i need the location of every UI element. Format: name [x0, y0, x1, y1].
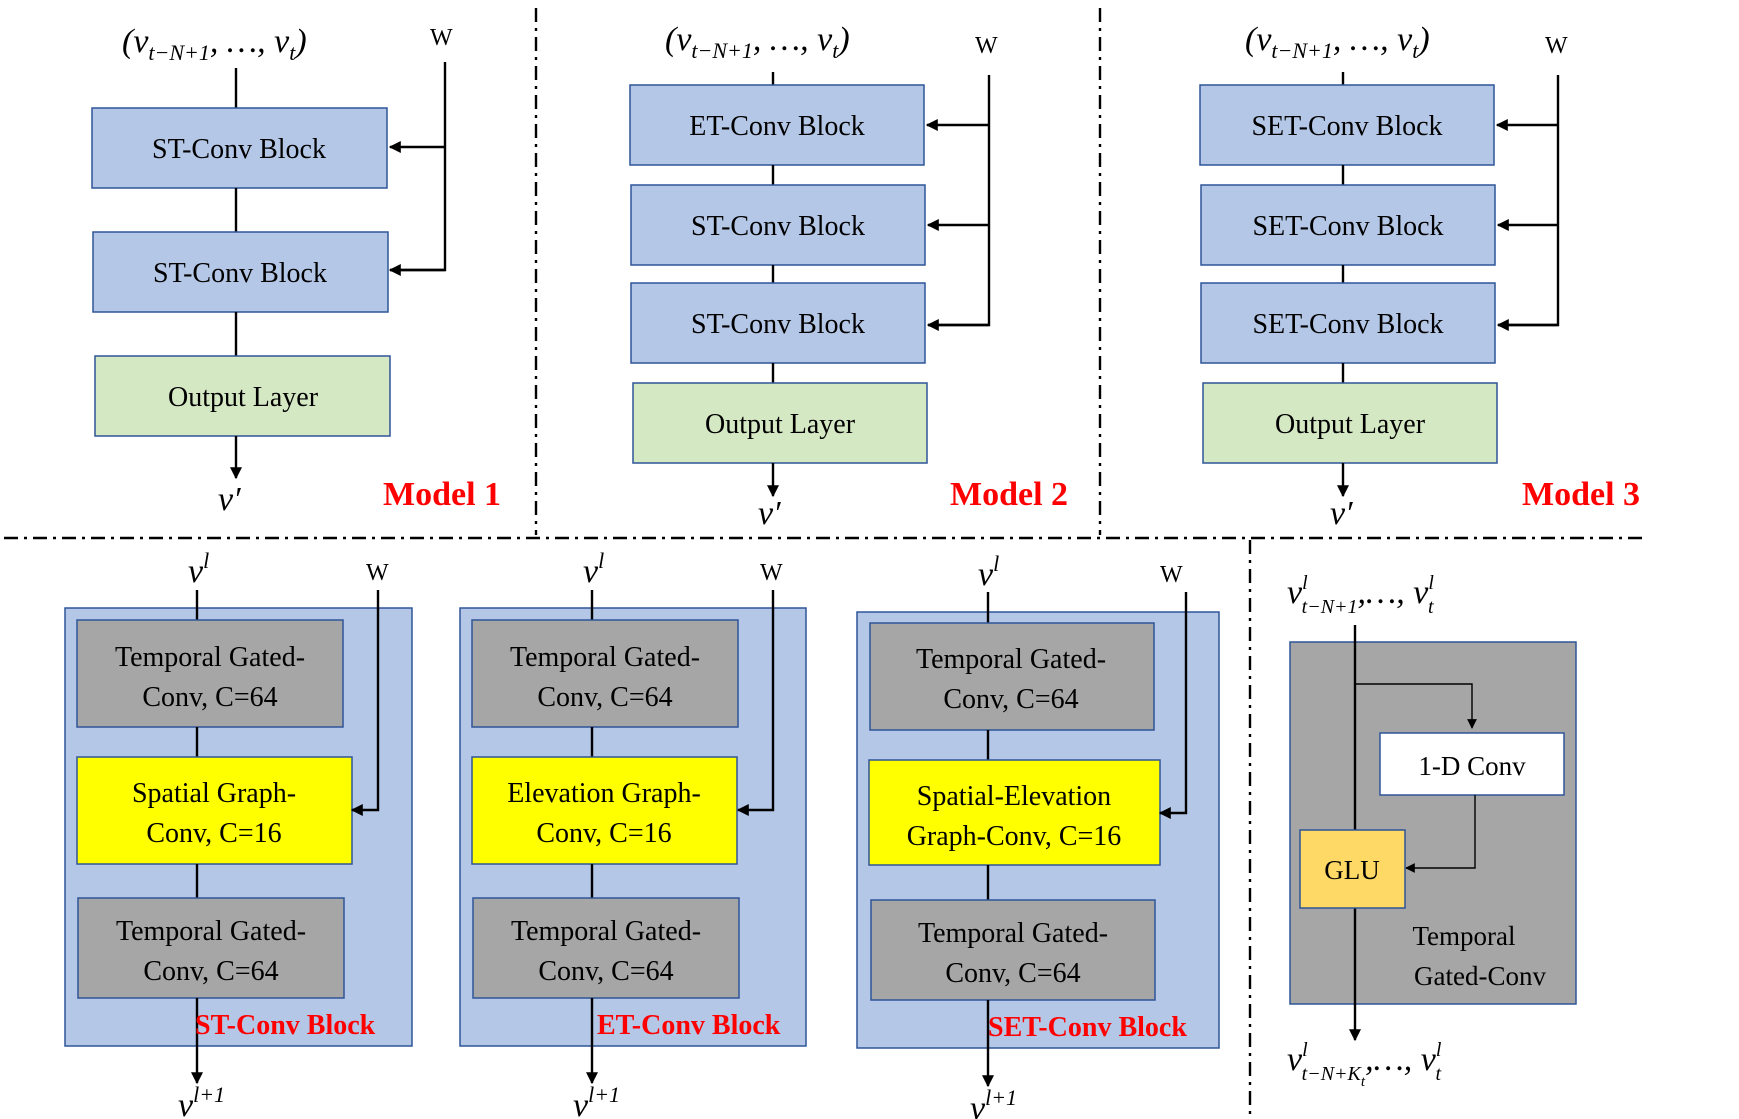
- block-1-w-label: W: [366, 560, 389, 586]
- model-1-w-feed: [390, 62, 447, 272]
- block-1-temporal-bottom-line1: Temporal Gated-: [116, 916, 306, 947]
- block-1-temporal-top-line1: Temporal Gated-: [115, 642, 305, 673]
- model-3-w-label: W: [1545, 33, 1568, 59]
- model-2-output-layer-label: Output Layer: [705, 409, 856, 440]
- model-3-block-3-label: SET-Conv Block: [1252, 309, 1443, 340]
- block-2-temporal-top-line2: Conv, C=64: [537, 682, 672, 713]
- block-3-temporal-bottom-line1: Temporal Gated-: [918, 918, 1108, 949]
- model-3-block-1-label: SET-Conv Block: [1251, 111, 1442, 142]
- block-1-graph-conv-line1: Spatial Graph-: [132, 778, 296, 809]
- block-3-temporal-bottom-line2: Conv, C=64: [945, 958, 1080, 989]
- model-2-w-feed: [928, 75, 991, 327]
- model-2: (vt−N+1, …, vt) W ET-Conv Block ST-Conv …: [629, 21, 1068, 532]
- block-2-graph-conv-line2: Conv, C=16: [536, 818, 671, 849]
- model-1-output: v′: [218, 481, 241, 518]
- block-2-input: vl: [583, 548, 604, 590]
- block-1-graph-conv-line2: Conv, C=16: [146, 818, 281, 849]
- block-3-graph-conv: [868, 759, 1161, 866]
- model-2-block-3-label: ST-Conv Block: [691, 309, 865, 340]
- block-1-output: vl+1: [178, 1082, 225, 1119]
- model-1-block-1-label: ST-Conv Block: [152, 134, 326, 165]
- block-2-temporal-bottom-line1: Temporal Gated-: [511, 916, 701, 947]
- block-3-graph-conv-line2: Graph-Conv, C=16: [907, 821, 1122, 852]
- block-1-name: ST-Conv Block: [195, 1010, 376, 1041]
- model-2-w-label: W: [975, 33, 998, 59]
- model-1-block-1: [91, 107, 388, 189]
- model-2-block-1: [629, 84, 925, 166]
- model-3-input: (vt−N+1, …, vt): [1245, 21, 1430, 63]
- block-1-input: vl: [188, 548, 209, 590]
- model-3-output: v′: [1330, 495, 1353, 532]
- model-1-output-layer-label: Output Layer: [168, 382, 319, 413]
- block-3-w-label: W: [1160, 562, 1183, 588]
- model-2-title: Model 2: [950, 476, 1068, 513]
- block-3-temporal-top-line1: Temporal Gated-: [916, 644, 1106, 675]
- block-2-name: ET-Conv Block: [597, 1010, 781, 1041]
- set-conv-block-detail: vl W Temporal Gated- Conv, C=64 Spatial-…: [856, 551, 1220, 1119]
- model-3-block-2-label: SET-Conv Block: [1252, 211, 1443, 242]
- model-3-output-layer: [1202, 382, 1498, 464]
- block-3-temporal-bottom: [870, 899, 1156, 1001]
- block-1-graph-conv: [76, 756, 353, 865]
- model-2-output: v′: [758, 495, 781, 532]
- model-3-block-2: [1200, 184, 1496, 266]
- model-1-output-layer: [94, 355, 391, 437]
- block-2-temporal-bottom: [472, 897, 740, 999]
- block-2-temporal-bottom-line2: Conv, C=64: [538, 956, 673, 987]
- model-1: (vt−N+1, …, vt) W ST-Conv Block ST-Conv …: [91, 23, 501, 518]
- block-3-temporal-top: [869, 622, 1155, 731]
- tgc-1d-conv-box: [1379, 732, 1565, 796]
- block-3-temporal-top-line2: Conv, C=64: [943, 684, 1078, 715]
- tgc-panel: [1289, 641, 1577, 1005]
- model-2-block-3: [630, 282, 926, 364]
- model-3-block-1: [1199, 84, 1495, 166]
- block-2-temporal-top-line1: Temporal Gated-: [510, 642, 700, 673]
- block-1-temporal-top: [76, 619, 344, 728]
- model-3-title: Model 3: [1522, 476, 1640, 513]
- block-1-temporal-bottom-line2: Conv, C=64: [143, 956, 278, 987]
- tgc-glu-box: [1299, 829, 1406, 909]
- block-3-name: SET-Conv Block: [988, 1012, 1187, 1043]
- st-conv-block-detail: vl W Temporal Gated- Conv, C=64 Spatial …: [64, 548, 413, 1119]
- model-1-w-label: W: [430, 25, 453, 51]
- model-2-input: (vt−N+1, …, vt): [665, 21, 850, 63]
- model-3-w-feed: [1498, 75, 1560, 327]
- model-3-output-layer-label: Output Layer: [1275, 409, 1426, 440]
- block-2-graph-conv-line1: Elevation Graph-: [507, 778, 701, 809]
- block-3-output: vl+1: [970, 1085, 1017, 1119]
- block-1-temporal-top-line2: Conv, C=64: [142, 682, 277, 713]
- block-1-temporal-bottom: [77, 897, 345, 999]
- model-3: (vt−N+1, …, vt) W SET-Conv Block SET-Con…: [1199, 21, 1640, 532]
- block-2-output: vl+1: [573, 1082, 620, 1119]
- tgc-label-line1: Temporal: [1412, 921, 1515, 951]
- et-conv-block-detail: vl W Temporal Gated- Conv, C=64 Elevatio…: [459, 548, 807, 1119]
- model-1-input: (vt−N+1, …, vt): [122, 23, 307, 65]
- model-1-block-2: [92, 231, 389, 313]
- block-3-input: vl: [978, 551, 999, 593]
- model-2-block-1-label: ET-Conv Block: [689, 111, 865, 142]
- block-3-graph-conv-line1: Spatial-Elevation: [917, 781, 1111, 812]
- tgc-glu-label: GLU: [1324, 855, 1380, 885]
- block-2-graph-conv: [471, 756, 738, 865]
- block-2-temporal-top: [471, 619, 739, 728]
- tgc-label-line2: Gated-Conv: [1414, 961, 1546, 991]
- model-3-block-3: [1200, 282, 1496, 364]
- model-2-block-2-label: ST-Conv Block: [691, 211, 865, 242]
- model-2-output-layer: [632, 382, 928, 464]
- block-2-w-label: W: [760, 560, 783, 586]
- model-2-block-2: [630, 184, 926, 266]
- model-1-block-2-label: ST-Conv Block: [153, 258, 327, 289]
- model-1-title: Model 1: [383, 476, 501, 513]
- tgc-1d-conv-label: 1-D Conv: [1418, 751, 1526, 781]
